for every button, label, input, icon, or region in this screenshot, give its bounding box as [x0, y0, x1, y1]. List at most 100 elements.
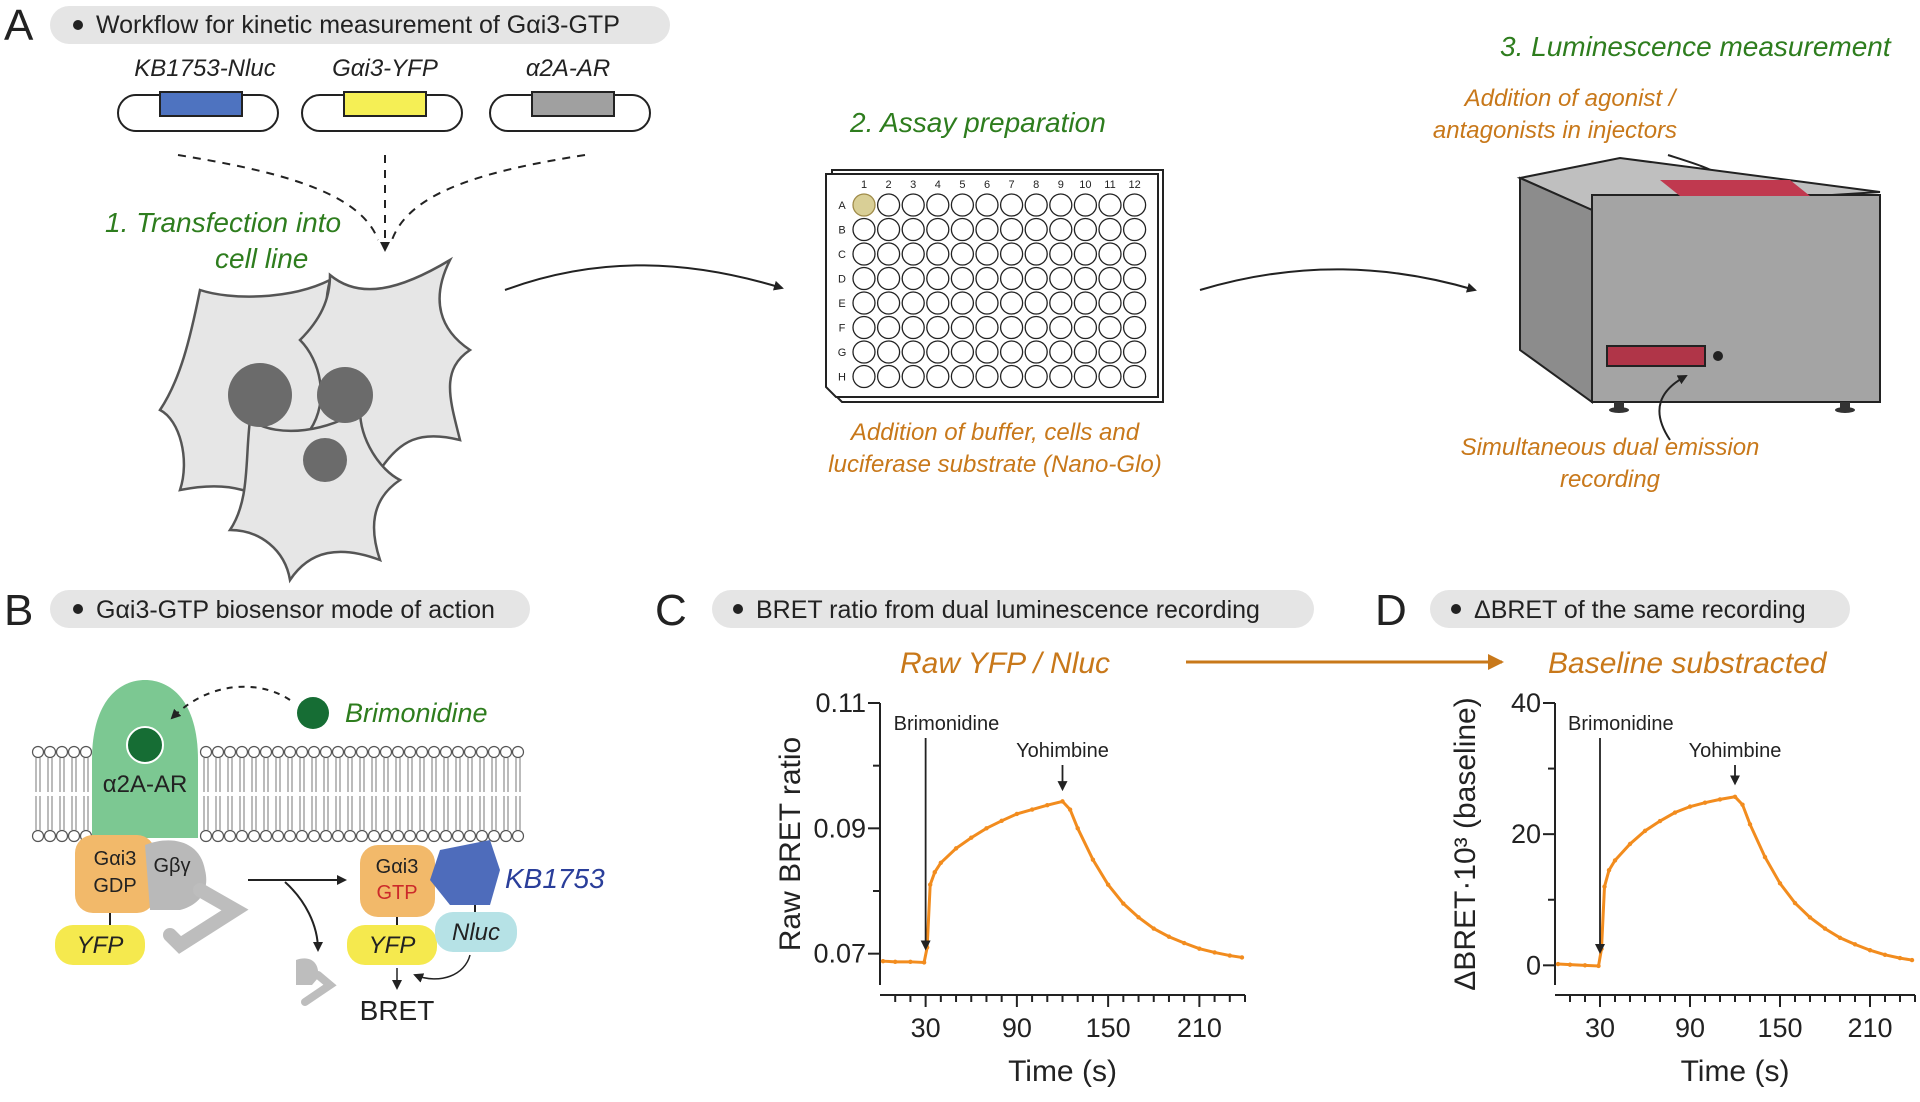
lipid-tail — [335, 758, 341, 830]
dashed-arrow — [177, 154, 379, 241]
plasmid-label: KB1753-Nluc — [134, 55, 275, 82]
step3-note: antagonists in injectors — [1433, 117, 1677, 144]
plate-well — [852, 291, 876, 315]
data-point — [1121, 901, 1126, 906]
data-point — [1567, 962, 1573, 967]
data-point — [1807, 915, 1813, 920]
plate-well — [1024, 242, 1048, 266]
lipid-head — [451, 745, 465, 759]
plasmid-yfp: Gαi3-YFP — [301, 55, 463, 132]
data-point — [1151, 926, 1156, 931]
lipid-head — [451, 829, 465, 843]
plasmid-insert — [159, 91, 243, 117]
lipid-head — [43, 745, 57, 759]
energy-transfer-arrow — [413, 954, 471, 983]
gbg-label: Gβγ — [153, 855, 190, 877]
y-axis-title: Raw BRET ratio — [774, 737, 807, 952]
plate-well — [901, 340, 925, 364]
lipid-head — [295, 829, 309, 843]
plate-well — [1122, 364, 1147, 389]
plate-well — [1049, 266, 1073, 291]
lipid-head — [223, 829, 237, 843]
data-point — [1732, 794, 1738, 799]
lipid-head — [223, 745, 237, 759]
data-point — [1717, 797, 1723, 802]
data-point — [1612, 858, 1618, 863]
lipid-head — [343, 829, 357, 843]
x-axis-title: Time (s) — [1681, 1055, 1790, 1088]
data-series-line — [882, 799, 1243, 964]
lipid-tail — [311, 758, 317, 830]
lipid-head — [439, 829, 453, 843]
lipid-tail — [239, 758, 245, 830]
y-tick-label: 0.07 — [813, 939, 866, 969]
data-point — [1067, 807, 1073, 812]
step2-note: luciferase substrate (Nano-Glo) — [828, 451, 1161, 478]
plate-well — [876, 193, 901, 217]
data-point — [953, 846, 959, 851]
lipid-head — [271, 829, 285, 843]
plasmid-label: α2A-AR — [526, 55, 610, 82]
lipid-tail — [323, 758, 329, 830]
plate-well — [1049, 364, 1073, 389]
data-point — [1642, 828, 1648, 834]
yfp-tag — [347, 925, 437, 965]
plate-well — [1049, 242, 1073, 266]
y-tick-label: 0 — [1526, 950, 1541, 980]
panel-c-pill-text: BRET ratio from dual luminescence record… — [756, 596, 1260, 624]
plasmid-nluc: KB1753-Nluc — [117, 55, 279, 132]
lipid-tail — [215, 758, 221, 830]
plate-well — [901, 266, 925, 291]
plate-row-label: C — [838, 249, 846, 261]
data-point — [1867, 948, 1873, 953]
plate-well — [950, 266, 975, 291]
plate-well — [999, 217, 1024, 242]
plate-well — [926, 340, 950, 364]
lipid-head — [511, 829, 525, 843]
galpha-label: Gαi3 — [94, 848, 137, 870]
yfp-label: YFP — [77, 932, 124, 959]
lipid-tail — [443, 758, 449, 830]
annotation-arrow — [1658, 375, 1688, 441]
lipid-head — [355, 829, 369, 843]
bullet-icon — [1451, 604, 1461, 614]
lipid-head — [367, 829, 381, 843]
plate-col-label: 8 — [1033, 179, 1039, 191]
plate-well — [852, 242, 876, 266]
panel-a-letter: A — [4, 1, 34, 50]
plate-well — [852, 193, 876, 217]
x-tick-label: 210 — [1177, 1013, 1222, 1043]
lipid-head — [391, 829, 405, 843]
data-point — [1596, 963, 1601, 969]
bret-label: BRET — [360, 995, 435, 1026]
plate-well — [926, 291, 950, 315]
panel-b-letter: B — [4, 586, 33, 635]
released-gbg — [296, 958, 319, 985]
plate-well — [901, 315, 925, 340]
plate-well — [852, 266, 876, 291]
data-point — [1136, 915, 1141, 920]
lipid-head — [475, 745, 489, 759]
step3-note: Addition of agonist / — [1463, 85, 1678, 112]
bullet-icon — [73, 604, 83, 614]
lipid-tail — [467, 758, 473, 830]
data-point — [1702, 800, 1708, 805]
nucleus — [228, 363, 292, 427]
lipid-head — [319, 745, 333, 759]
data-point — [1672, 810, 1678, 815]
plate-well — [901, 217, 925, 242]
lipid-head — [415, 745, 429, 759]
injector-port — [1660, 180, 1810, 196]
plate-col-label: 5 — [959, 179, 965, 191]
plasmid-insert — [531, 91, 615, 117]
lipid-head — [271, 745, 285, 759]
data-point — [893, 959, 898, 965]
data-point — [1212, 950, 1217, 955]
plate-well — [901, 364, 925, 389]
y-tick-label: 20 — [1511, 819, 1541, 849]
plate-well — [975, 364, 999, 389]
lipid-head — [499, 745, 513, 759]
plate-well — [1098, 364, 1122, 389]
